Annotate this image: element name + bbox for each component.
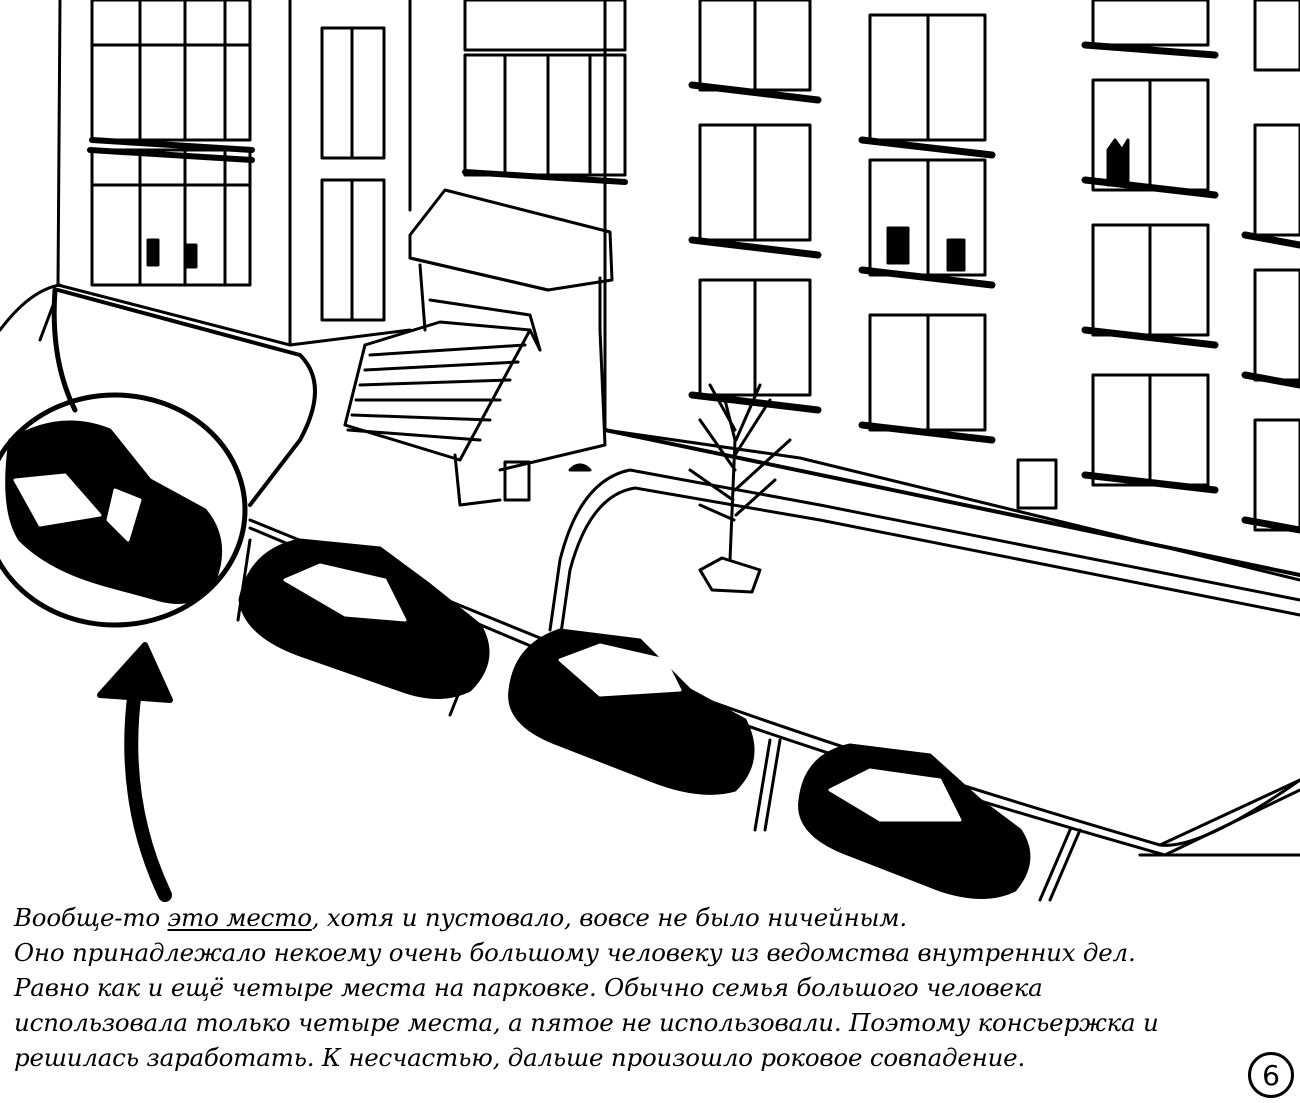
- caption-line-4: использовала только четыре места, а пято…: [14, 1008, 1159, 1037]
- caption-line-1: Вообще-то это место, хотя и пустовало, в…: [14, 903, 907, 932]
- highlight-circle: [0, 392, 248, 628]
- page-number: 6: [1248, 1052, 1294, 1098]
- car-2: [238, 538, 490, 699]
- caption-underlined-phrase: это место: [167, 903, 312, 932]
- caption-text: Вообще-то это место, хотя и пустовало, в…: [14, 900, 1224, 1075]
- parked-cars: [5, 420, 1031, 899]
- caption-line-5: решилась заработать. К несчастью, дальше…: [14, 1043, 1026, 1072]
- right-building: [603, 0, 1300, 582]
- caption-line-3: Равно как и ещё четыре места на парковке…: [14, 973, 1043, 1002]
- tree: [688, 383, 792, 594]
- left-building: [56, 0, 628, 347]
- entrance-stairs: [343, 188, 614, 507]
- caption-line-2: Оно принадлежало некоему очень большому …: [14, 938, 1136, 967]
- arrow-icon: [97, 642, 173, 902]
